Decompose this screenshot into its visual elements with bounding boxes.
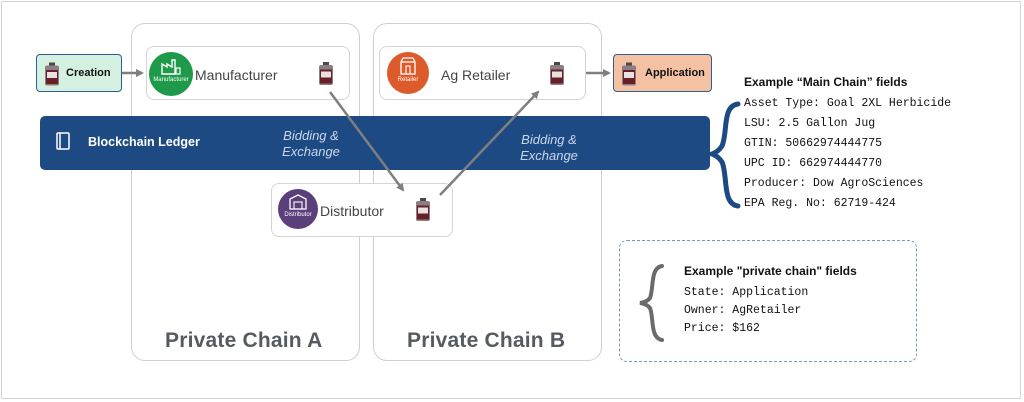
retailer-badge: Retailer: [387, 52, 429, 94]
retailer-label: Ag Retailer: [441, 67, 511, 83]
bidding-exchange-a: Bidding & Exchange: [272, 128, 350, 160]
main-field-line: LSU: 2.5 Gallon Jug: [744, 117, 876, 130]
main-chain-fields-title: Example “Main Chain” fields: [744, 75, 908, 89]
private-field-line: Price: $162: [684, 322, 760, 335]
arrow-distributor-to-retailer: [439, 90, 540, 196]
private-chain-a-title: Private Chain A: [165, 329, 323, 352]
warehouse-icon: [289, 194, 307, 210]
application-label: Application: [645, 67, 705, 79]
manufacturer-badge: Manufacturer: [149, 52, 193, 96]
bidding-a-line1: Bidding &: [283, 128, 339, 143]
manufacturer-label: Manufacturer: [195, 67, 278, 83]
manufacturer-badge-text: Manufacturer: [153, 77, 189, 83]
private-field-line: Owner: AgRetailer: [684, 304, 802, 317]
main-field-line: Asset Type: Goal 2XL Herbicide: [744, 97, 952, 110]
private-chain-b-title: Private Chain B: [407, 329, 566, 352]
factory-icon: [161, 59, 181, 75]
jug-icon: [319, 62, 333, 85]
bidding-exchange-b: Bidding & Exchange: [510, 132, 588, 164]
private-chain-fields-box: [619, 240, 917, 362]
main-field-line: Producer: Dow AgroSciences: [744, 177, 924, 190]
main-fields-brace: [704, 101, 741, 209]
distributor-badge: Distributor: [278, 189, 318, 229]
storefront-icon: [400, 57, 416, 75]
jug-icon: [622, 62, 636, 86]
distributor-label: Distributor: [320, 203, 384, 219]
arrow-manufacturer-to-distributor: [328, 91, 405, 192]
jug-icon: [45, 62, 59, 86]
application-node: Application: [613, 54, 712, 92]
bidding-b-line2: Exchange: [520, 148, 578, 163]
main-field-line: EPA Reg. No: 62719-424: [744, 197, 896, 210]
main-field-line: GTIN: 50662974444775: [744, 137, 883, 150]
main-field-line: UPC ID: 662974444770: [744, 157, 883, 170]
blockchain-ledger-bar: [40, 116, 710, 170]
private-field-line: State: Application: [684, 286, 809, 299]
bidding-a-line2: Exchange: [282, 144, 340, 159]
retailer-badge-text: Retailer: [397, 77, 419, 83]
jug-icon: [416, 198, 430, 221]
creation-label: Creation: [66, 67, 111, 79]
creation-node: Creation: [36, 54, 122, 92]
private-chain-fields-title: Example "private chain" fields: [684, 264, 857, 278]
ledger-book-icon: [56, 132, 70, 150]
private-fields-brace: [639, 264, 664, 342]
ledger-label: Blockchain Ledger: [88, 135, 200, 149]
bidding-b-line1: Bidding &: [521, 132, 577, 147]
jug-icon: [550, 62, 564, 85]
distributor-badge-text: Distributor: [284, 212, 312, 218]
